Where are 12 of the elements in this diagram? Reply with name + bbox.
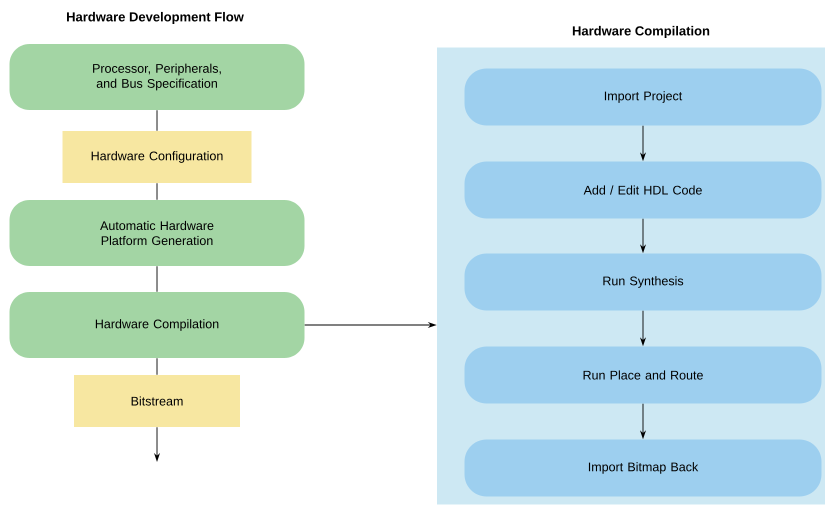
node-label: Hardware Compilation — [572, 26, 710, 38]
process-box: Processor, Peripherals, and Bus Specification — [10, 44, 304, 110]
step-box: Run Synthesis — [464, 254, 822, 310]
step-box: Run Place and Route — [464, 346, 822, 404]
output-box: Bitstream — [74, 375, 240, 427]
step-box: Add / Edit HDL Code — [464, 162, 822, 218]
process-box: Hardware Compilation — [10, 292, 304, 358]
process-box: Automatic Hardware Platform Generation — [10, 200, 304, 266]
step-box: Import Project — [464, 68, 822, 126]
heading: Hardware Development Flow — [67, 12, 244, 24]
step-box: Import Bitmap Back — [464, 440, 822, 496]
output-box: Hardware Configuration — [62, 131, 252, 183]
